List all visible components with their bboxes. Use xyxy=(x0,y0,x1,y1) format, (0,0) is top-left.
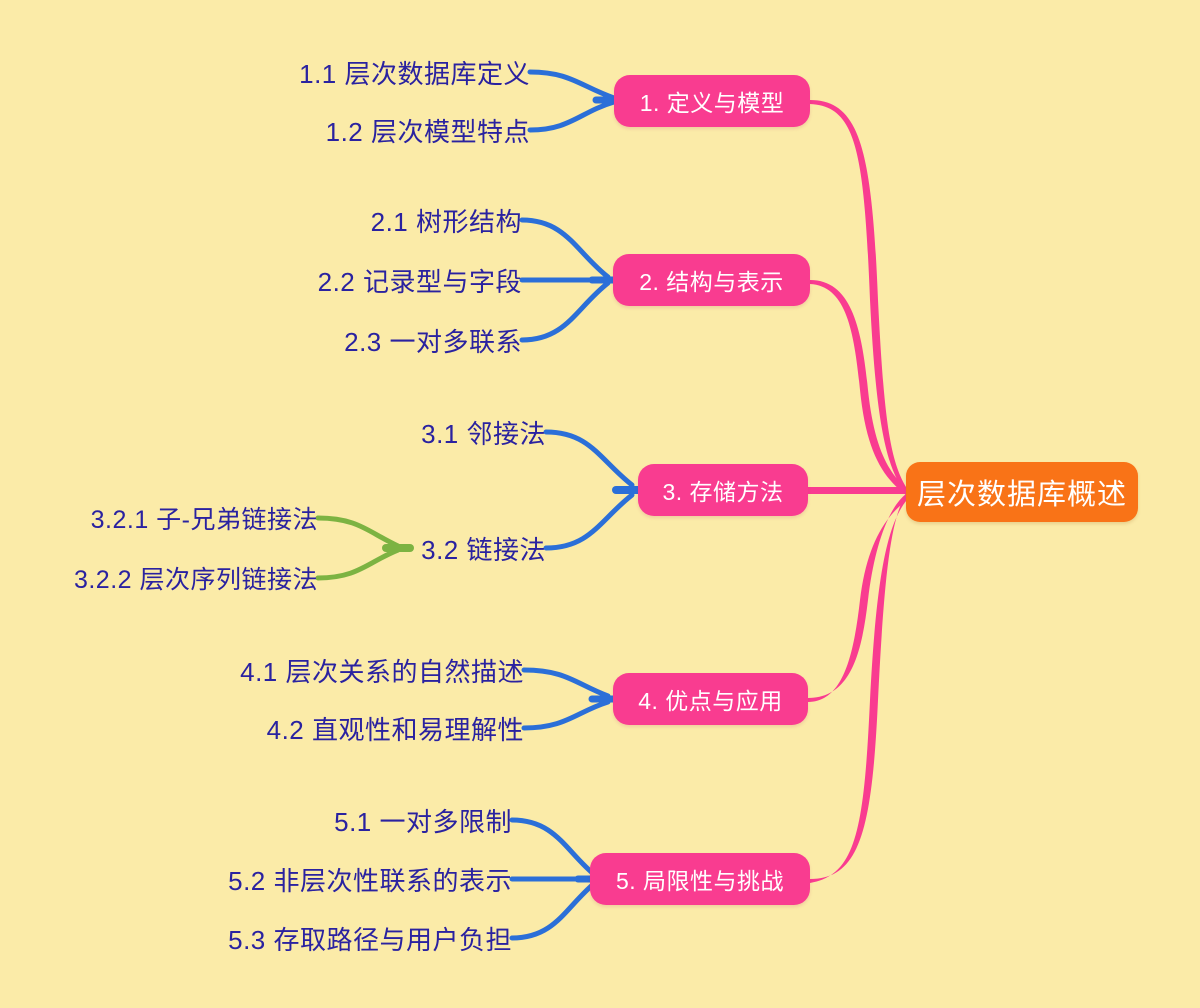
branch-node-2[interactable]: 2. 结构与表示 xyxy=(613,254,810,306)
branch-node-5[interactable]: 5. 局限性与挑战 xyxy=(590,853,810,905)
branch-node-5-label: 5. 局限性与挑战 xyxy=(615,868,785,894)
leaf-node-5-2[interactable]: 5.2 非层次性联系的表示 xyxy=(152,859,512,899)
leaf-node-5-3[interactable]: 5.3 存取路径与用户负担 xyxy=(152,918,512,958)
link-b1-c2 xyxy=(527,99,617,133)
link-root-to-branch-4 xyxy=(808,494,906,702)
leaf-node-5-1[interactable]: 5.1 一对多限制 xyxy=(152,800,512,840)
link-b4-c1 xyxy=(521,667,611,699)
leaf-node-2-3-label: 2.3 一对多联系 xyxy=(344,326,522,357)
leaf-node-2-1[interactable]: 2.1 树形结构 xyxy=(182,200,522,240)
leaf-node-2-2[interactable]: 2.2 记录型与字段 xyxy=(182,260,522,300)
leaf-node-1-2-label: 1.2 层次模型特点 xyxy=(325,116,530,147)
leaf-node-5-2-label: 5.2 非层次性联系的表示 xyxy=(228,865,512,896)
leaf-node-3-2-1-label: 3.2.1 子-兄弟链接法 xyxy=(90,506,318,534)
leaf-node-1-1[interactable]: 1.1 层次数据库定义 xyxy=(190,52,530,92)
link-b5-c3 xyxy=(509,879,599,941)
link-root-to-branch-3 xyxy=(808,487,906,494)
branch-node-1[interactable]: 1. 定义与模型 xyxy=(614,75,810,127)
root-connectors xyxy=(808,100,906,883)
branch-4-connectors xyxy=(521,667,618,731)
branch-node-1-label: 1. 定义与模型 xyxy=(639,90,785,116)
link-root-to-branch-2 xyxy=(810,280,906,495)
leaf-node-3-1-label: 3.1 邻接法 xyxy=(421,418,546,449)
leaf-node-2-3[interactable]: 2.3 一对多联系 xyxy=(182,320,522,360)
link-root-to-branch-1 xyxy=(810,100,906,494)
leaf-node-4-1-label: 4.1 层次关系的自然描述 xyxy=(240,656,524,687)
branch-1-connectors xyxy=(527,69,620,133)
link-b2-c3 xyxy=(519,280,611,343)
branch-node-4[interactable]: 4. 优点与应用 xyxy=(613,673,808,725)
leaf-node-4-2[interactable]: 4.2 直观性和易理解性 xyxy=(164,708,524,748)
leaf-node-3-1[interactable]: 3.1 邻接法 xyxy=(266,412,546,452)
link-b4-c2 xyxy=(521,699,611,731)
link-b5-c1 xyxy=(509,817,599,879)
link-b2-c1 xyxy=(519,217,611,280)
link-b3-c1 xyxy=(543,429,635,488)
branch-node-3-label: 3. 存储方法 xyxy=(662,479,784,505)
leaf-node-3-2-2-label: 3.2.2 层次序列链接法 xyxy=(73,566,318,594)
leaf-node-3-2[interactable]: 3.2 链接法 xyxy=(266,528,546,568)
branch-5-connectors xyxy=(509,817,604,941)
leaf-node-4-2-label: 4.2 直观性和易理解性 xyxy=(266,714,524,745)
branch-2-connectors xyxy=(519,217,618,343)
branch-node-3[interactable]: 3. 存储方法 xyxy=(638,464,808,516)
leaf-node-3-2-2[interactable]: 3.2.2 层次序列链接法 xyxy=(38,558,318,598)
leaf-node-3-2-label: 3.2 链接法 xyxy=(421,534,546,565)
leaf-node-5-1-label: 5.1 一对多限制 xyxy=(334,806,512,837)
link-b3-c2 xyxy=(543,492,635,551)
leaf-node-5-3-label: 5.3 存取路径与用户负担 xyxy=(228,924,512,955)
leaf-node-4-1[interactable]: 4.1 层次关系的自然描述 xyxy=(164,650,524,690)
branch-node-4-label: 4. 优点与应用 xyxy=(638,688,783,714)
root-node[interactable]: 层次数据库概述 xyxy=(906,462,1138,522)
leaf-node-1-2[interactable]: 1.2 层次模型特点 xyxy=(190,110,530,150)
leaf-node-2-1-label: 2.1 树形结构 xyxy=(370,206,522,237)
root-node-label: 层次数据库概述 xyxy=(916,479,1127,511)
branch-node-2-label: 2. 结构与表示 xyxy=(639,269,784,295)
leaf-node-1-1-label: 1.1 层次数据库定义 xyxy=(299,58,530,89)
link-b1-c1 xyxy=(527,69,617,101)
leaf-node-3-2-1[interactable]: 3.2.1 子-兄弟链接法 xyxy=(38,498,318,538)
leaf-node-2-2-label: 2.2 记录型与字段 xyxy=(317,266,522,297)
link-root-to-branch-5 xyxy=(810,494,906,883)
